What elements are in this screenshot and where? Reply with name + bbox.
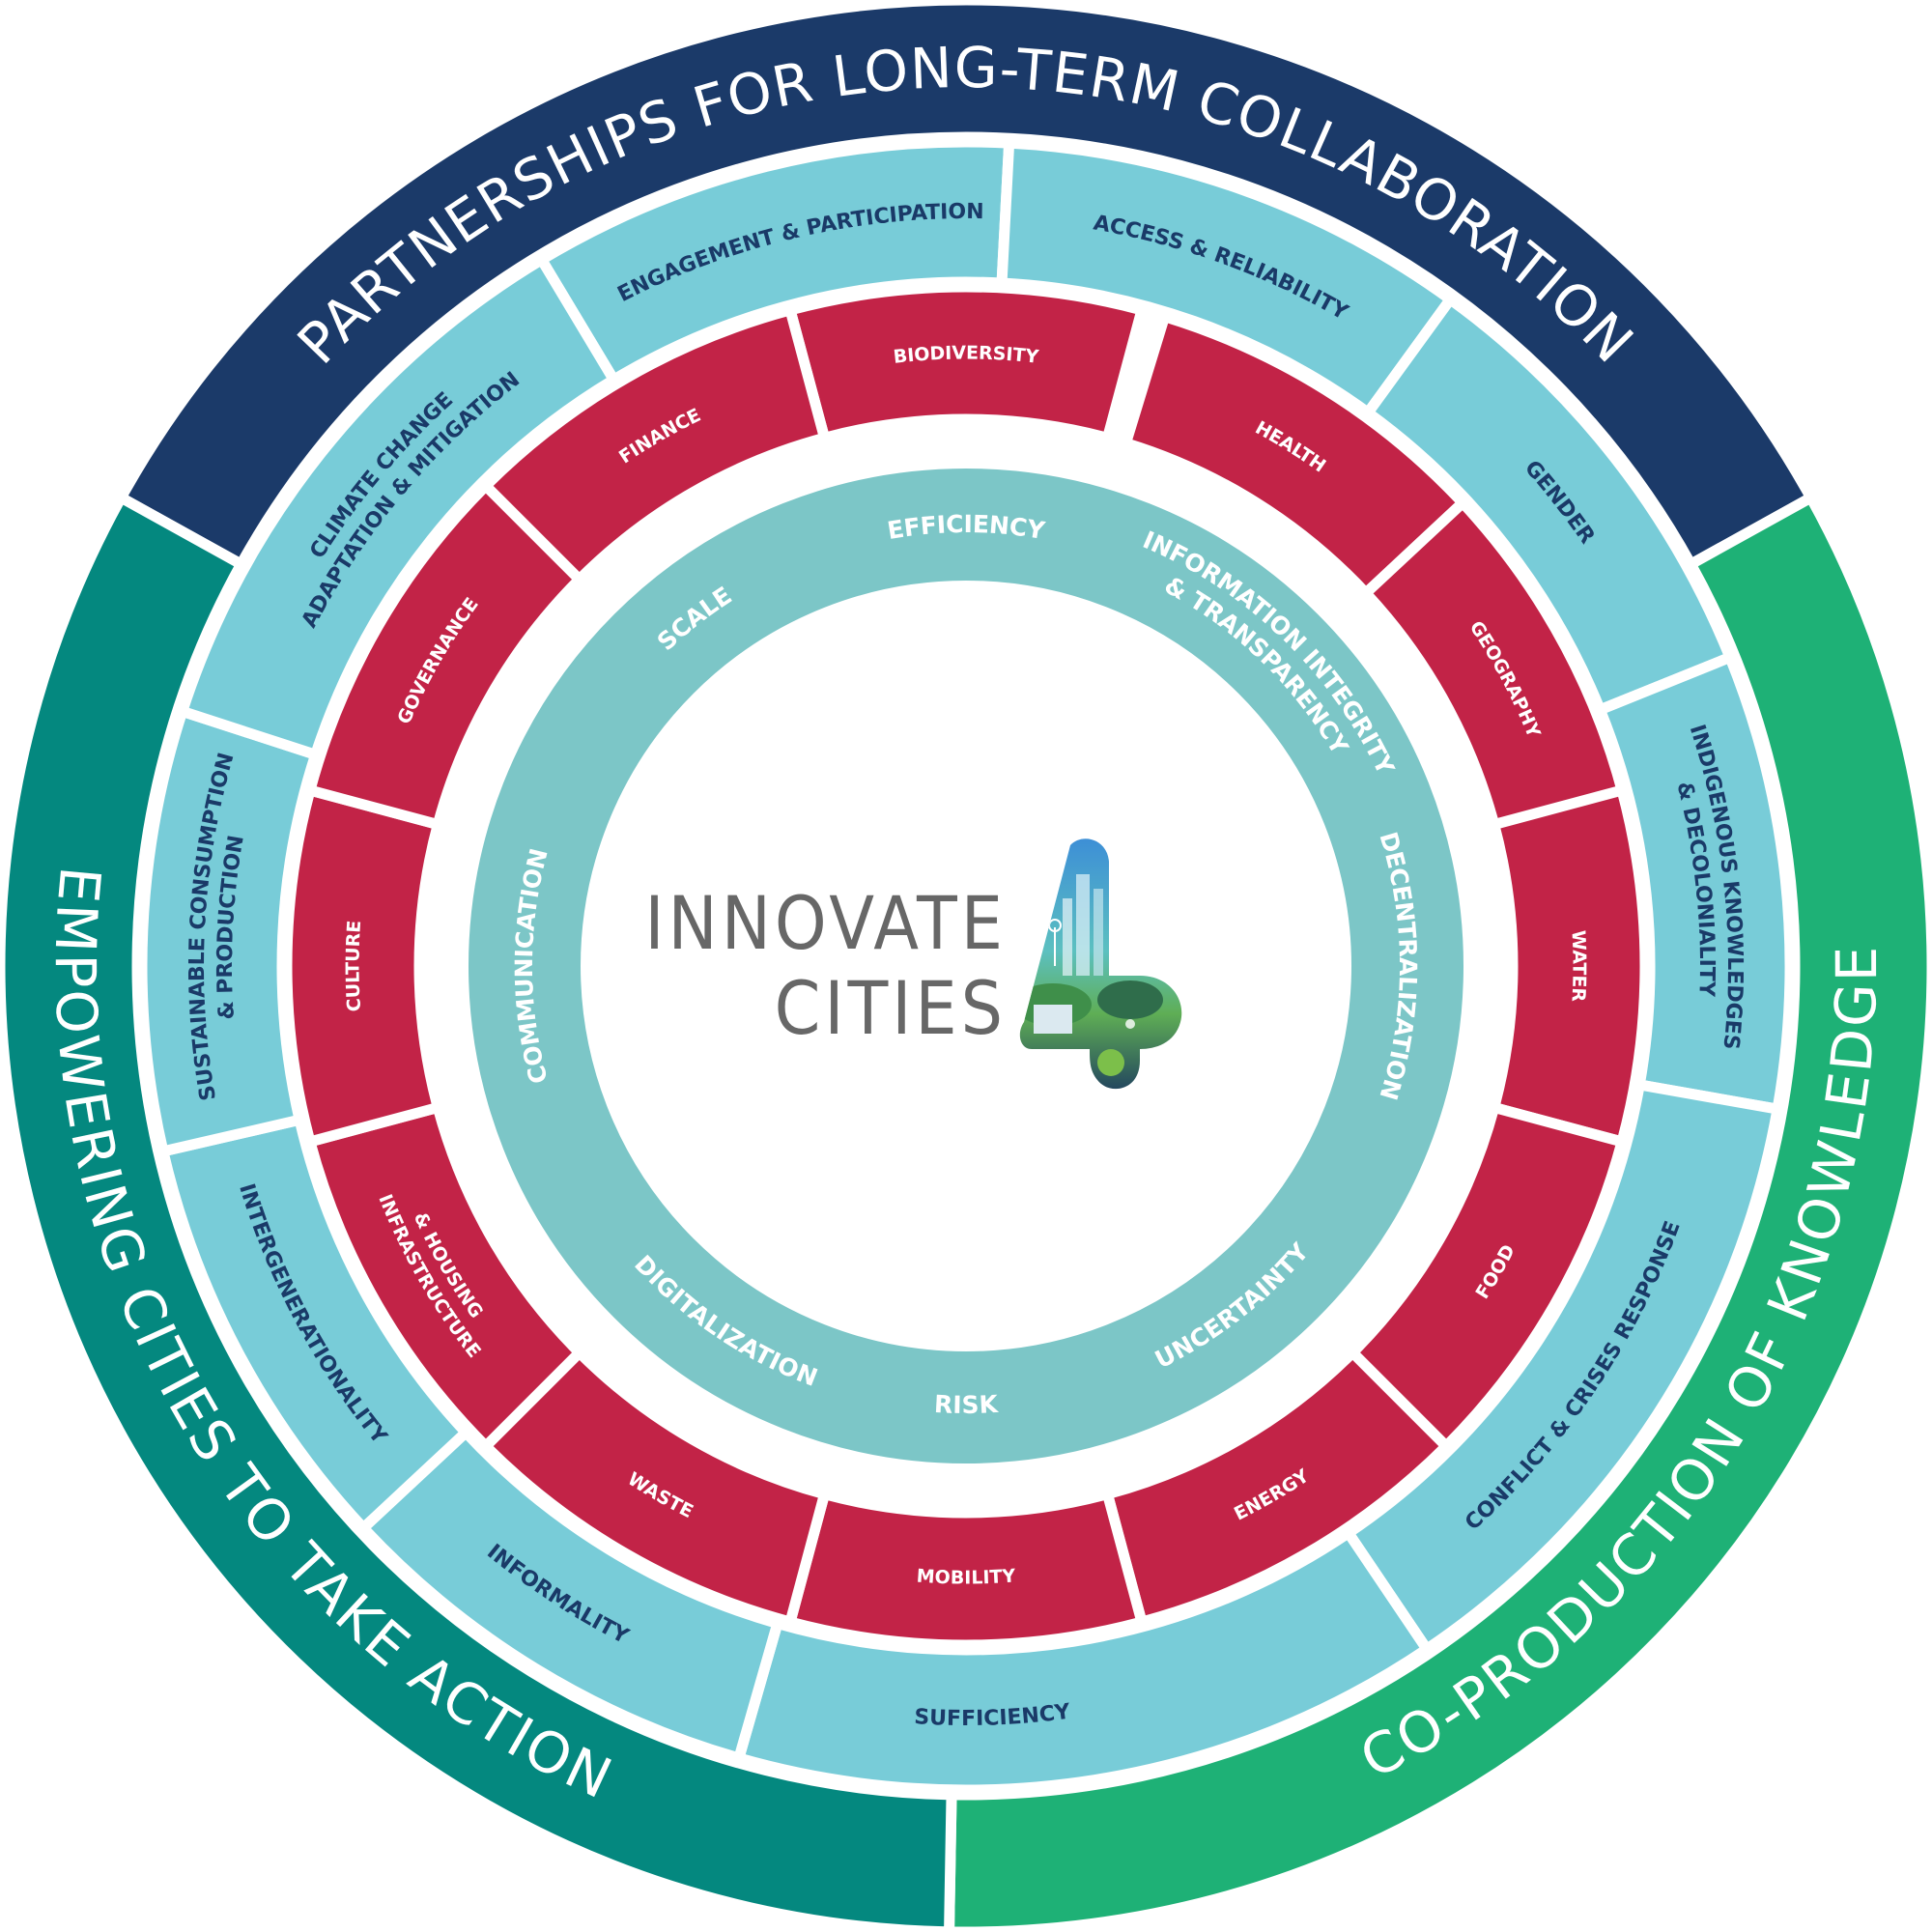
logo-line-cities: CITIES <box>775 965 1007 1051</box>
logo-line-innovate: INNOVATE <box>644 880 1007 966</box>
red-segment-label-9: CULTURE <box>342 920 365 1012</box>
teal-ring-band <box>469 469 1463 1463</box>
teal-label-4: RISK <box>933 1390 1000 1419</box>
red-segment-11 <box>478 303 832 587</box>
red-segment-label-3: WATER <box>1567 930 1589 1003</box>
red-ring: BIODIVERSITYHEALTHGEOGRAPHYWATERFOODENER… <box>281 281 1651 1651</box>
city-four-icon <box>1019 838 1182 1090</box>
logo: INNOVATE CITIES <box>644 838 1182 1090</box>
red-segment-label-6: MOBILITY <box>916 1565 1016 1588</box>
center-disc <box>624 624 1308 1308</box>
red-segment-0 <box>783 281 1149 445</box>
